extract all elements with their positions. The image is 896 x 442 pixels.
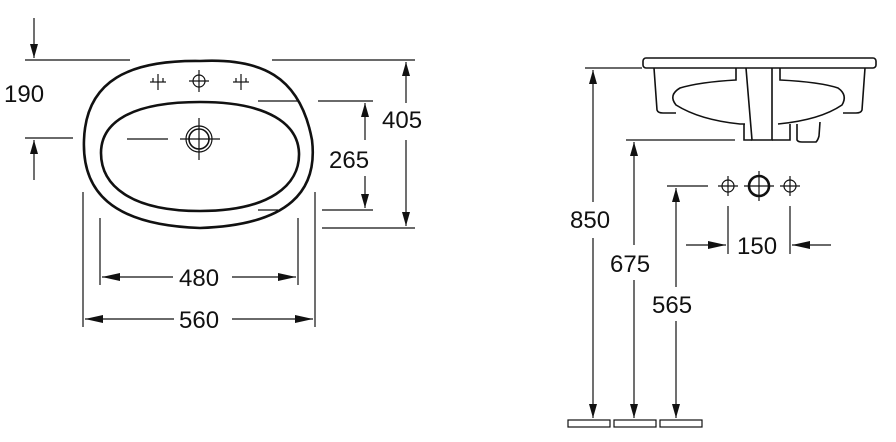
basin-outer-outline <box>82 59 315 230</box>
dim-565: 565 <box>652 292 692 319</box>
side-view: 850 675 565 <box>567 57 877 428</box>
floor-block <box>659 419 703 428</box>
basin-rim <box>642 57 877 69</box>
floor-block <box>613 419 657 428</box>
top-view: 190 405 265 480 560 <box>4 18 422 334</box>
supply-hole-right-icon <box>780 176 800 196</box>
dim-850: 850 <box>570 207 610 234</box>
basin-body <box>653 67 676 114</box>
drain-icon <box>127 118 220 160</box>
tap-hole-center-icon <box>189 70 209 92</box>
dim-560: 560 <box>179 307 219 334</box>
dim-150: 150 <box>737 233 777 260</box>
dim-265: 265 <box>329 147 369 174</box>
dim-480: 480 <box>179 265 219 292</box>
tap-hole-left-icon <box>150 74 166 90</box>
dim-405: 405 <box>382 107 422 134</box>
tap-hole-right-icon <box>233 74 249 90</box>
basin-inner-bowl <box>99 100 301 213</box>
dim-675: 675 <box>610 251 650 278</box>
floor-block <box>567 419 611 428</box>
supply-waste-center-icon <box>744 171 774 201</box>
supply-hole-left-icon <box>718 176 738 196</box>
dim-190: 190 <box>4 81 44 108</box>
